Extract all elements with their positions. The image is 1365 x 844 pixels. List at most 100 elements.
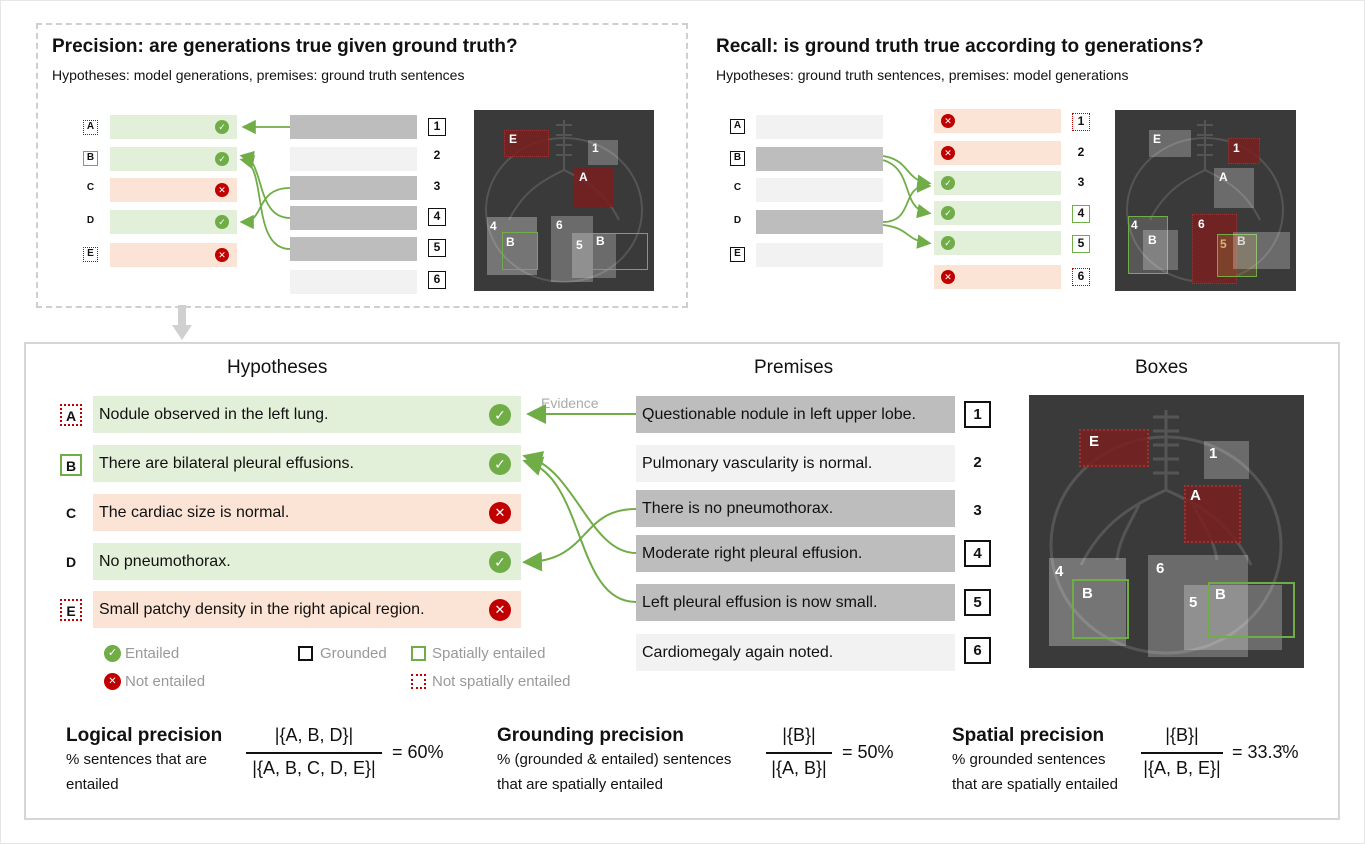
premise-num-5: 5	[964, 589, 991, 616]
fraction-bar	[246, 752, 382, 754]
check-icon: ✓	[104, 645, 121, 662]
mini-recall-box-4	[1128, 216, 1168, 274]
box-e	[1079, 429, 1149, 467]
mini-box-e	[504, 130, 549, 157]
boxes-heading: Boxes	[1135, 357, 1188, 378]
mini-prem-bar	[290, 115, 417, 139]
cross-icon: ✕	[104, 673, 121, 690]
mini-box-label: 5	[1220, 237, 1227, 251]
mini-recall-label-b: B	[730, 151, 745, 166]
box-1	[1204, 441, 1249, 479]
premise-row-2: Pulmonary vascularity is normal.	[636, 445, 955, 482]
premise-text: There is no pneumothorax.	[642, 500, 834, 517]
premise-text: Pulmonary vascularity is normal.	[642, 455, 873, 472]
mini-box-label: B	[596, 234, 605, 248]
legend-entailed: Entailed	[125, 645, 180, 662]
premise-text: Cardiomegaly again noted.	[642, 644, 834, 661]
metric-desc: entailed	[66, 776, 119, 793]
check-icon: ✓	[941, 176, 955, 190]
premise-text: Left pleural effusion is now small.	[642, 594, 878, 611]
mini-recall-hyp-bar	[756, 147, 883, 171]
mini-prem-num: 4	[428, 208, 446, 226]
premise-text: Moderate right pleural effusion.	[642, 545, 863, 562]
hypothesis-row-a: Nodule observed in the left lung.	[93, 396, 521, 433]
box-6	[1148, 555, 1248, 657]
mini-box-label: E	[1153, 132, 1162, 146]
mini-prem-num: 6	[428, 271, 446, 289]
mini-recall-hyp-bar	[756, 210, 883, 234]
cross-icon: ✕	[489, 599, 511, 621]
premise-row-6: Cardiomegaly again noted.	[636, 634, 955, 671]
mini-recall-prem-bar	[934, 265, 1061, 289]
box-5	[1184, 585, 1282, 650]
box-label: B	[1215, 586, 1226, 603]
box-b-left	[1072, 579, 1129, 639]
metric-result: = 50%	[842, 742, 894, 762]
cross-icon: ✕	[489, 502, 511, 524]
mini-box-label: A	[1219, 170, 1228, 184]
mini-hyp-label-d: D	[86, 215, 95, 226]
mini-box-1	[588, 140, 618, 165]
premise-num-6: 6	[964, 637, 991, 664]
legend-not-spatially-entailed: Not spatially entailed	[432, 673, 571, 690]
mini-recall-prem-bar	[934, 231, 1061, 255]
mini-prem-num: 1	[428, 118, 446, 136]
xray-image: E 1 A 4 B 6 5 B	[1029, 395, 1304, 668]
mini-hyp-label-a: A	[83, 120, 98, 135]
mini-box-label: B	[506, 235, 515, 249]
check-icon: ✓	[489, 453, 511, 475]
check-icon: ✓	[941, 236, 955, 250]
mini-box-b1	[502, 232, 538, 270]
mini-prem-bar	[290, 237, 417, 261]
premise-num-2: 2	[973, 454, 982, 471]
mini-recall-label-c: C	[733, 182, 742, 193]
recall-subtitle: Hypotheses: ground truth sentences, prem…	[716, 67, 1129, 83]
mini-recall-hyp-bar	[756, 115, 883, 139]
mini-recall-prem-bar	[934, 171, 1061, 195]
cross-icon: ✕	[215, 248, 229, 262]
box-label: B	[1082, 585, 1093, 602]
mini-recall-box-e	[1149, 130, 1191, 157]
box-label: A	[1190, 487, 1201, 504]
check-icon: ✓	[489, 404, 511, 426]
box-4	[1049, 558, 1126, 646]
recall-title: Recall: is ground truth true according t…	[716, 36, 1204, 57]
main-panel	[24, 342, 1340, 820]
hypothesis-text: No pneumothorax.	[99, 553, 231, 570]
premise-num-4: 4	[964, 540, 991, 567]
metric-denominator: |{A, B, E}|	[1143, 758, 1221, 778]
hyp-label-a: A	[60, 404, 82, 426]
mini-box-label: 6	[1198, 217, 1205, 231]
check-icon: ✓	[941, 206, 955, 220]
metric-result: = 60%	[392, 742, 444, 762]
mini-recall-prem-num: 2	[1077, 145, 1085, 159]
mini-box-label: 6	[556, 218, 563, 232]
check-icon: ✓	[215, 152, 229, 166]
premise-row-4: Moderate right pleural effusion.	[636, 535, 955, 572]
hypothesis-text: Small patchy density in the right apical…	[99, 601, 425, 618]
metric-desc: that are spatially entailed	[952, 776, 1118, 793]
premise-num-1: 1	[964, 401, 991, 428]
mini-hyp-label-c: C	[86, 182, 95, 193]
metric-desc: that are spatially entailed	[497, 776, 663, 793]
hypothesis-row-b: There are bilateral pleural effusions.	[93, 445, 521, 482]
check-icon: ✓	[215, 215, 229, 229]
mini-prem-num: 2	[433, 148, 441, 162]
box-label: E	[1089, 433, 1100, 450]
not-spatially-entailed-swatch	[411, 674, 426, 689]
box-label: 1	[1209, 445, 1218, 462]
check-icon: ✓	[489, 551, 511, 573]
mini-recall-prem-bar	[934, 109, 1061, 133]
box-b-right	[1208, 582, 1295, 638]
mini-box-label: 1	[1233, 141, 1240, 155]
mini-recall-box-a	[1214, 168, 1254, 208]
mini-recall-prem-num: 4	[1072, 205, 1090, 223]
mini-prem-bar	[290, 270, 417, 294]
box-label: 5	[1189, 594, 1198, 611]
legend-spatially-entailed: Spatially entailed	[432, 645, 546, 662]
metric-desc: % (grounded & entailed) sentences	[497, 751, 732, 768]
metric-denominator: |{A, B}|	[771, 758, 827, 778]
metric-title: Spatial precision	[952, 725, 1105, 746]
